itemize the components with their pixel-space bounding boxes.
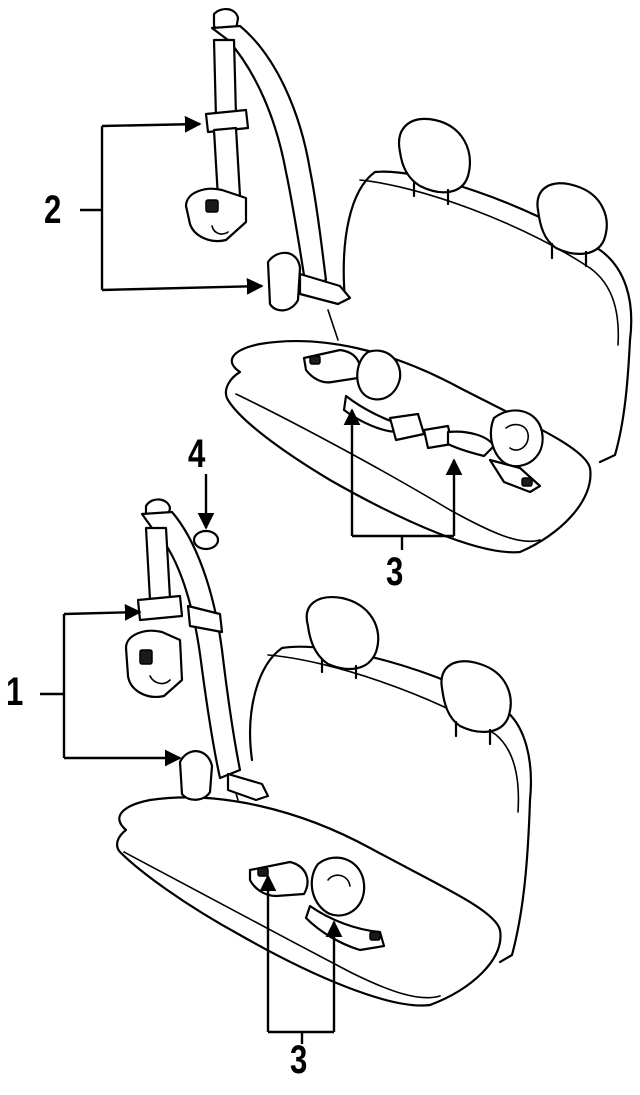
callout-part-2: 2 xyxy=(44,188,62,232)
upper-retractor-belt-assembly xyxy=(184,8,352,312)
callout-part-3-lower: 3 xyxy=(290,1038,308,1082)
callout-part-4: 4 xyxy=(188,432,206,476)
callout-part-1: 1 xyxy=(6,670,24,714)
upper-rear-bench-seat xyxy=(224,117,633,554)
grommet-part-4 xyxy=(192,529,220,551)
lower-rear-bench-seat xyxy=(116,596,533,1007)
leader-lines xyxy=(40,115,463,1044)
callout-part-3-upper: 3 xyxy=(386,550,404,594)
